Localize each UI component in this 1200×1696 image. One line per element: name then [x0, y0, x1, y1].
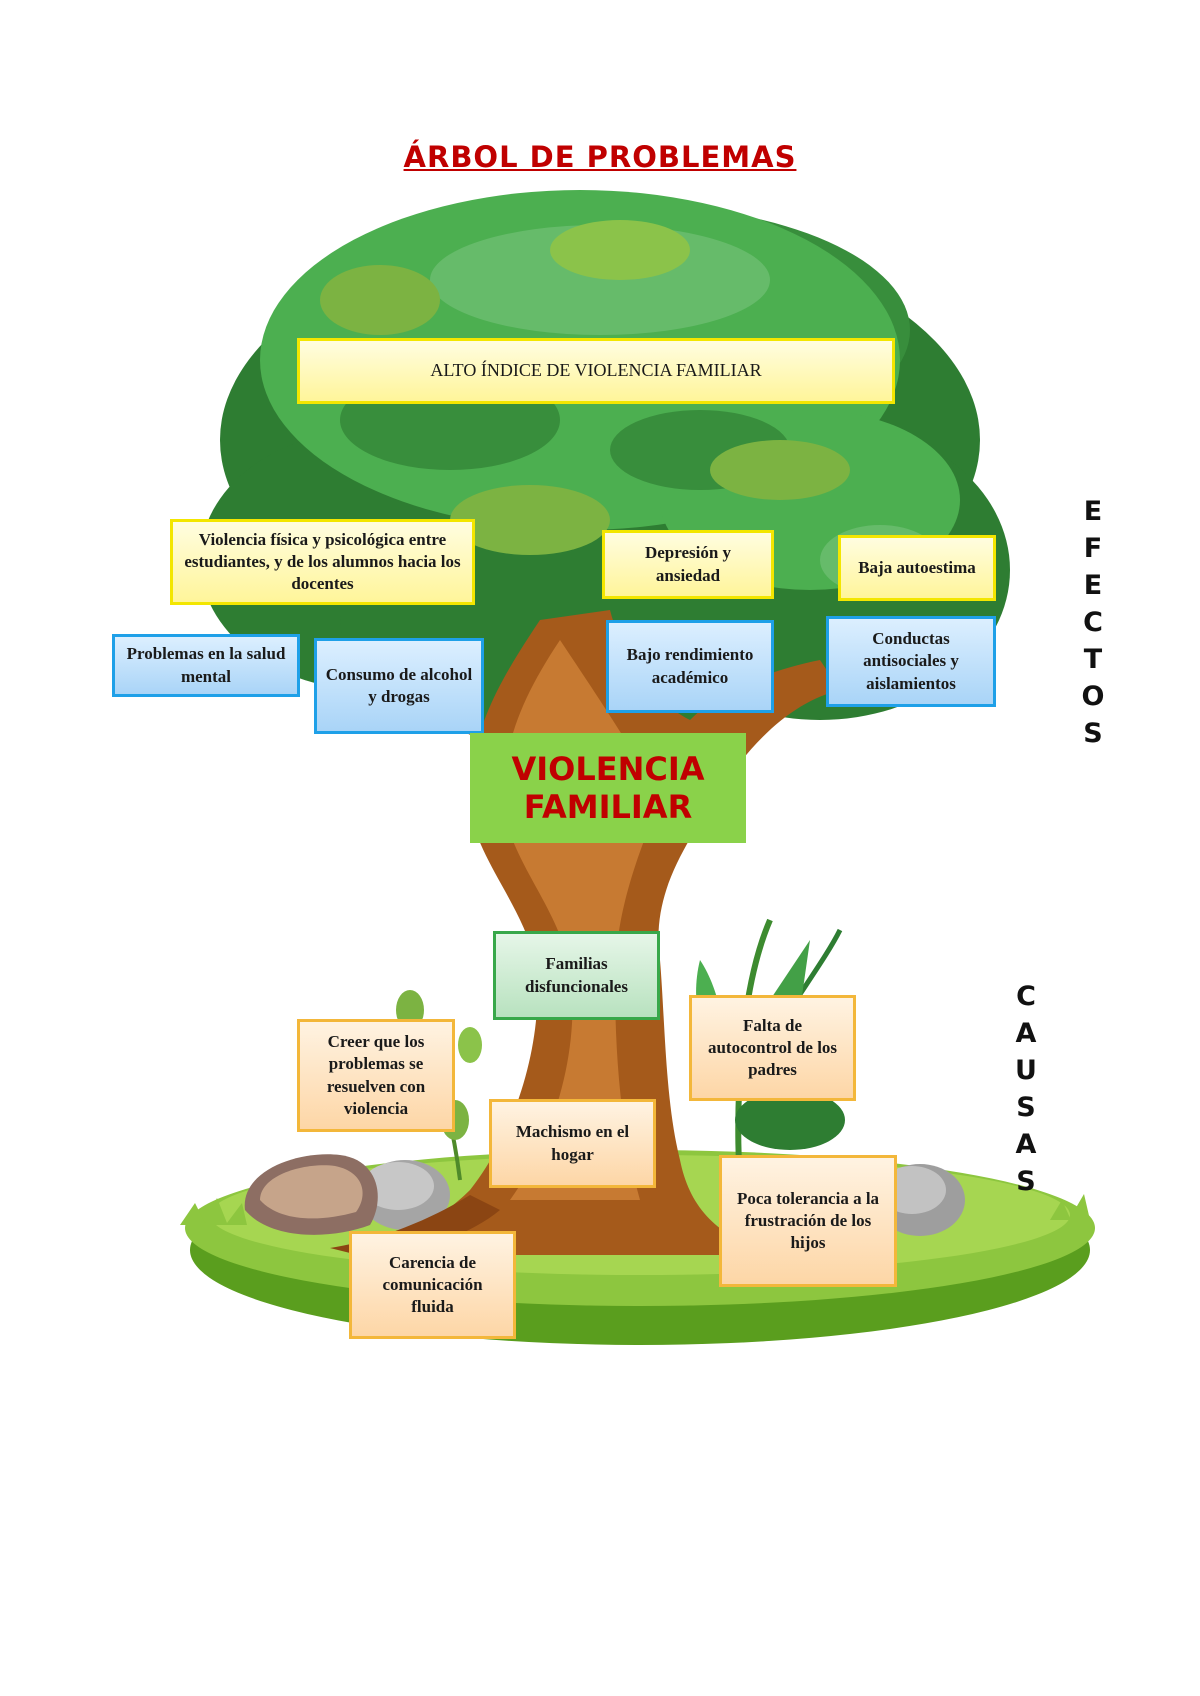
effect-box-depression: Depresión y ansiedad [602, 530, 774, 599]
effects-label: EFECTOS [1081, 496, 1105, 749]
central-problem-box: VIOLENCIA FAMILIAR [470, 733, 746, 843]
cause-text: Carencia de comunicación fluida [382, 1252, 483, 1317]
effect-box-mental-health: Problemas en la salud mental [112, 634, 300, 697]
cause-box-violence-belief: Creer que los problemas se resuelven con… [297, 1019, 455, 1132]
cause-text: Machismo en el hogar [515, 1122, 630, 1164]
cause-box-parent-self-control: Falta de autocontrol de los padres [689, 995, 856, 1101]
effect-text: Baja autoestima [858, 557, 976, 577]
cause-text: Familias disfuncionales [525, 954, 628, 996]
cause-box-low-frustration-tolerance: Poca tolerancia a la frustración de los … [719, 1155, 897, 1287]
cause-text: Falta de autocontrol de los padres [707, 1015, 838, 1080]
effect-box-physical-violence: Violencia física y psicológica entre est… [170, 519, 475, 605]
effect-text: Problemas en la salud mental [126, 644, 286, 686]
central-problem-text: VIOLENCIA FAMILIAR [511, 749, 705, 826]
effect-text: Consumo de alcohol y drogas [325, 664, 473, 706]
effect-box-antisocial: Conductas antisociales y aislamientos [826, 616, 996, 707]
cause-text: Poca tolerancia a la frustración de los … [736, 1188, 880, 1253]
cause-box-communication: Carencia de comunicación fluida [349, 1231, 516, 1339]
effect-text: Bajo rendimiento académico [626, 645, 754, 687]
effect-text: Conductas antisociales y aislamientos [863, 629, 959, 693]
rocks [244, 1154, 965, 1236]
page-title: ÁRBOL DE PROBLEMAS [403, 140, 797, 174]
cause-box-machismo: Machismo en el hogar [489, 1099, 656, 1188]
effect-box-alcohol-drugs: Consumo de alcohol y drogas [314, 638, 484, 734]
causes-label: CAUSAS [1015, 981, 1037, 1197]
main-effect-box: ALTO ÍNDICE DE VIOLENCIA FAMILIAR [297, 338, 895, 404]
effect-text: Depresión y ansiedad [644, 543, 732, 585]
effect-text: Violencia física y psicológica entre est… [184, 529, 461, 594]
main-effect-text: ALTO ÍNDICE DE VIOLENCIA FAMILIAR [430, 360, 762, 381]
effect-box-low-performance: Bajo rendimiento académico [606, 620, 774, 713]
effect-box-low-self-esteem: Baja autoestima [838, 535, 996, 601]
cause-text: Creer que los problemas se resuelven con… [326, 1032, 426, 1118]
cause-box-dysfunctional-families: Familias disfuncionales [493, 931, 660, 1020]
